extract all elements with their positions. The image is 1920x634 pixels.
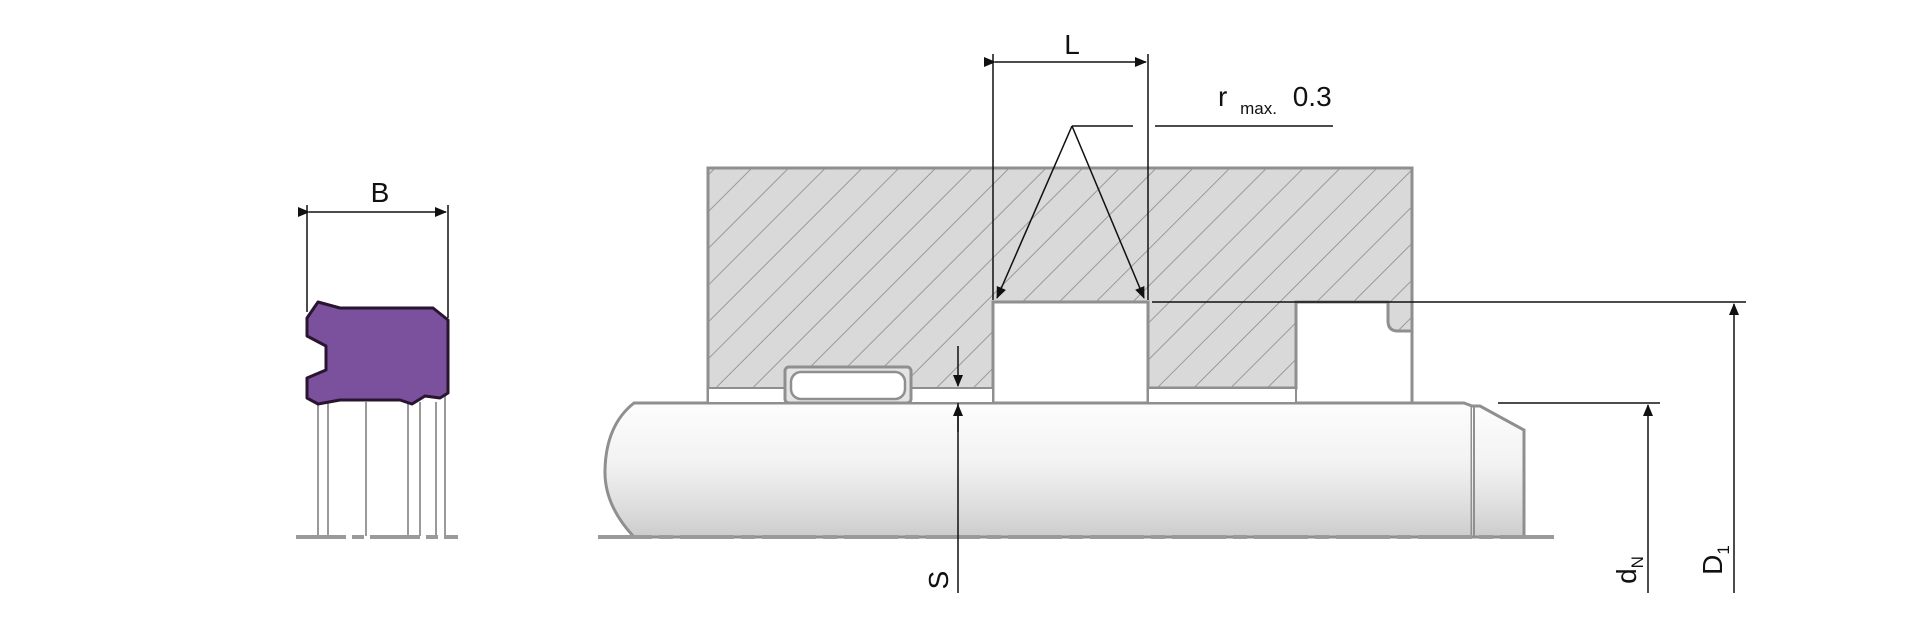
radius-value: 0.3 [1293, 81, 1332, 112]
dn-label: dN [1611, 556, 1647, 584]
radius-leader-left [996, 125, 1073, 299]
rod [603, 401, 1474, 539]
d1-sub: 1 [1714, 545, 1733, 554]
d1-label: D1 [1697, 545, 1733, 575]
radius-sub: max. [1240, 99, 1277, 118]
installation-cross-section: L r max. 0.3 S D1 dN [598, 29, 1746, 593]
guide-ring-inner [789, 370, 907, 401]
d1-main: D [1697, 555, 1728, 575]
dn-main: d [1611, 568, 1642, 584]
radius-label: r max. 0.3 [1218, 81, 1332, 120]
radius-leader-right [1071, 125, 1145, 299]
rod-chamfer [1472, 404, 1526, 539]
seal-cross-section [305, 300, 450, 406]
s-label: S [923, 571, 954, 590]
radius-prefix: r [1218, 81, 1227, 112]
l-label: L [1064, 29, 1080, 60]
clearance-gap-middle [1147, 387, 1297, 404]
b-label: B [371, 177, 390, 208]
seal-projection-lines [317, 396, 446, 536]
dn-sub: N [1628, 556, 1647, 568]
seal-groove [991, 300, 1150, 405]
seal-profile-view: B [296, 177, 458, 539]
